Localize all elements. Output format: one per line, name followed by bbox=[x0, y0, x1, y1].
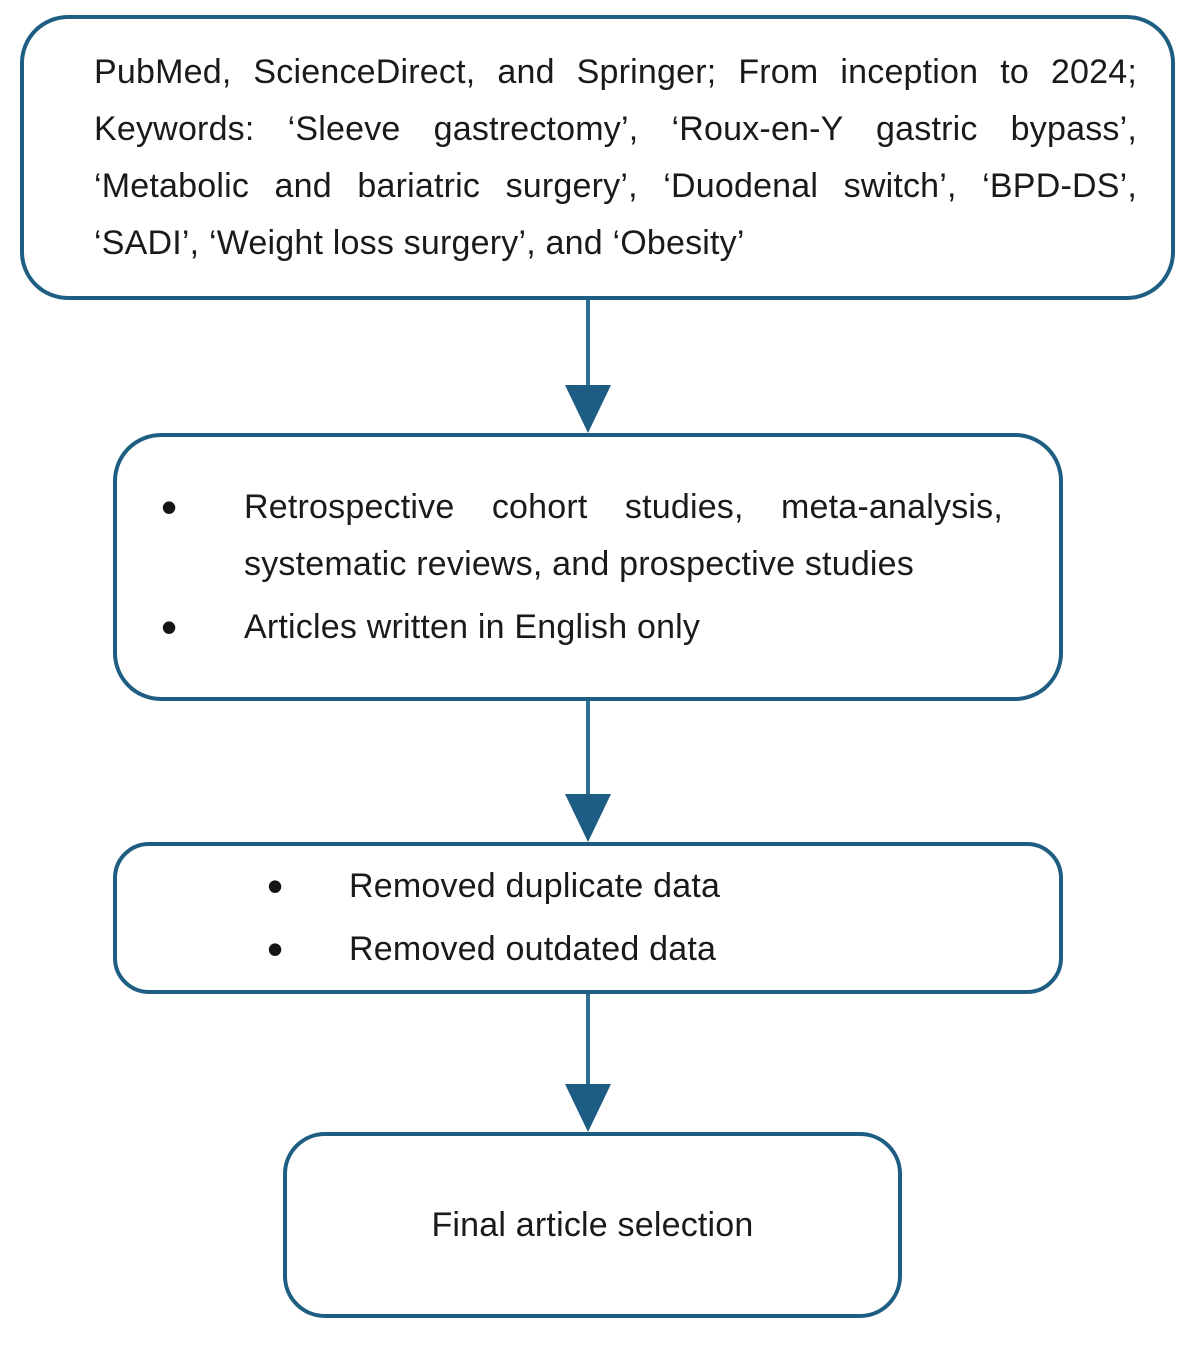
list-item: • Articles written in English only bbox=[161, 599, 1003, 656]
flowchart-box-final-selection: Final article selection bbox=[283, 1132, 902, 1318]
flowchart-box-search-strategy: PubMed, ScienceDirect, and Springer; Fro… bbox=[20, 15, 1175, 300]
search-strategy-text: PubMed, ScienceDirect, and Springer; Fro… bbox=[94, 52, 1137, 262]
list-item: • Retrospective cohort studies, meta-ana… bbox=[161, 479, 1003, 593]
flowchart-box-inclusion-criteria: • Retrospective cohort studies, meta-ana… bbox=[113, 433, 1063, 701]
arrow-line bbox=[586, 994, 590, 1084]
flow-arrow-2 bbox=[565, 701, 611, 842]
arrow-down-icon bbox=[565, 385, 611, 433]
bullet-icon: • bbox=[161, 480, 178, 533]
arrow-down-icon bbox=[565, 1084, 611, 1132]
final-selection-text: Final article selection bbox=[431, 1205, 754, 1244]
cleaning-item-duplicates: Removed duplicate data bbox=[349, 867, 721, 905]
arrow-line bbox=[586, 701, 590, 794]
inclusion-item-study-types: Retrospective cohort studies, meta-analy… bbox=[244, 487, 1003, 583]
flow-arrow-1 bbox=[565, 300, 611, 433]
inclusion-item-language: Articles written in English only bbox=[244, 607, 701, 646]
list-item: • Removed outdated data bbox=[267, 921, 1003, 978]
bullet-icon: • bbox=[161, 600, 178, 653]
arrow-down-icon bbox=[565, 794, 611, 842]
flow-arrow-3 bbox=[565, 994, 611, 1132]
bullet-icon: • bbox=[267, 923, 284, 975]
list-item: • Removed duplicate data bbox=[267, 858, 1003, 915]
arrow-line bbox=[586, 300, 590, 385]
cleaning-item-outdated: Removed outdated data bbox=[349, 930, 717, 968]
bullet-icon: • bbox=[267, 860, 284, 912]
flowchart-box-data-cleaning: • Removed duplicate data • Removed outda… bbox=[113, 842, 1063, 994]
